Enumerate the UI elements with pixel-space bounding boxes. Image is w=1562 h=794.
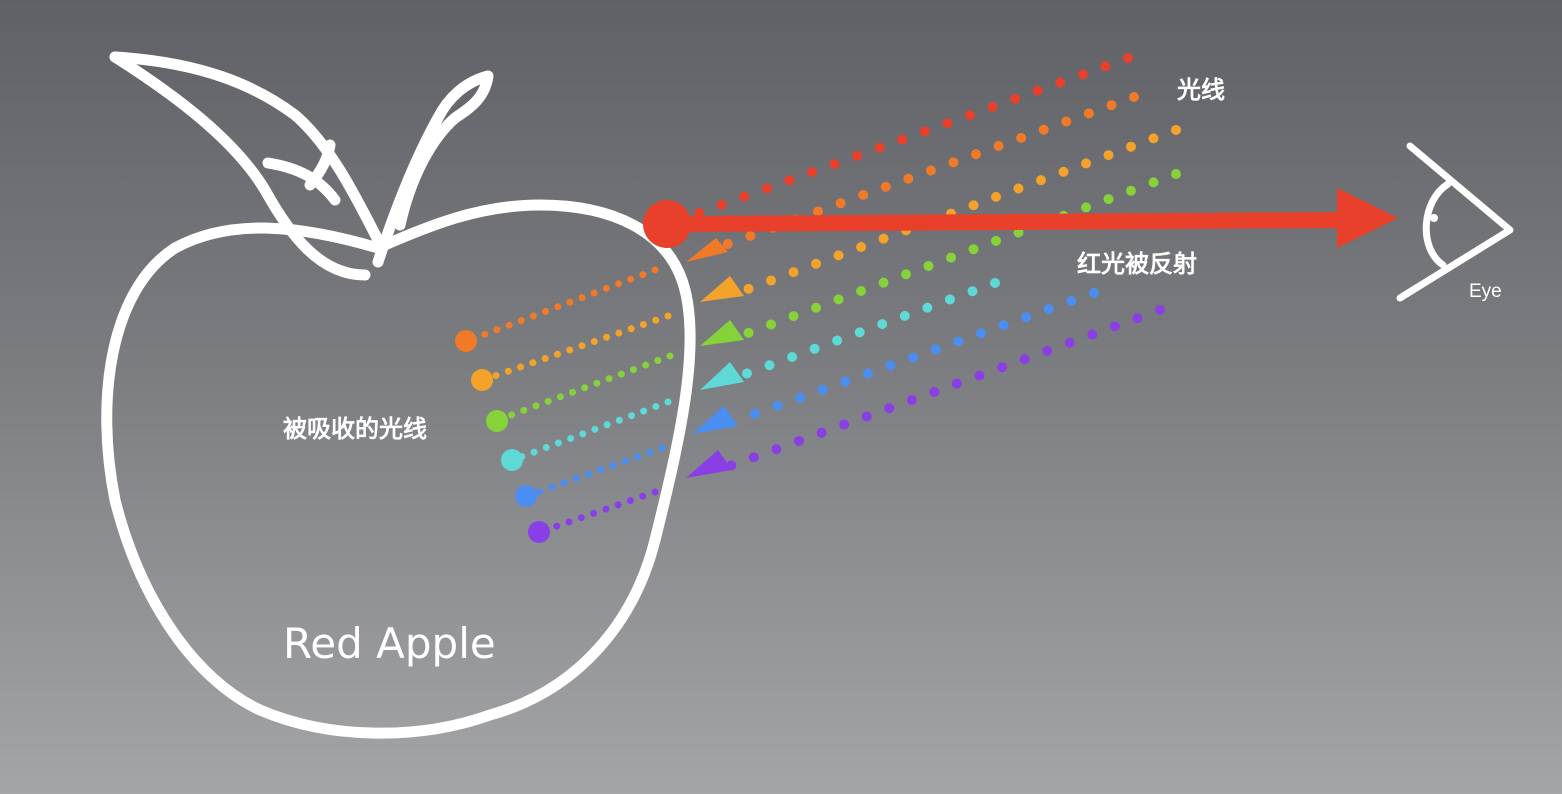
- cyan-dot: [501, 449, 523, 471]
- violet-ray-absorbed: [536, 488, 659, 536]
- red-ray: [680, 53, 1133, 223]
- absorbed-label: 被吸收的光线: [283, 415, 427, 443]
- cyan-ray-incoming: [735, 278, 1000, 381]
- red-reflected-label: 红光被反射: [1077, 250, 1197, 278]
- green-ray-absorbed: [494, 352, 674, 424]
- blue-ray-absorbed: [523, 444, 666, 500]
- cyan-arrowhead: [700, 362, 744, 390]
- amber-arrowhead: [700, 276, 744, 302]
- blue-arrowhead: [692, 406, 738, 434]
- apple-name-label: Red Apple: [283, 619, 496, 668]
- eye-icon: [1396, 142, 1514, 302]
- light-rays: [466, 53, 1181, 536]
- violet-ray-incoming: [725, 305, 1165, 471]
- green-ray-incoming: [735, 169, 1181, 341]
- blue-dot: [515, 485, 537, 507]
- green-arrowhead: [700, 320, 744, 346]
- apple-outline-icon: [101, 51, 696, 739]
- orange-ray-absorbed: [466, 266, 659, 344]
- reflected-red-beam: [643, 188, 1398, 248]
- eye-label: Eye: [1469, 281, 1502, 302]
- orange-arrowhead: [686, 238, 728, 262]
- amber-dot: [471, 369, 493, 391]
- cyan-ray-absorbed: [509, 398, 672, 464]
- arrowheads: [686, 238, 744, 478]
- absorbed-dots: [455, 330, 550, 543]
- red-arrowhead: [1337, 188, 1398, 248]
- amber-ray-incoming: [735, 125, 1181, 297]
- light-rays-label: 光线: [1176, 76, 1225, 104]
- blue-ray-incoming: [730, 288, 1099, 426]
- violet-dot: [528, 521, 550, 543]
- violet-arrowhead: [686, 450, 732, 478]
- green-dot: [486, 410, 508, 432]
- orange-dot: [455, 330, 477, 352]
